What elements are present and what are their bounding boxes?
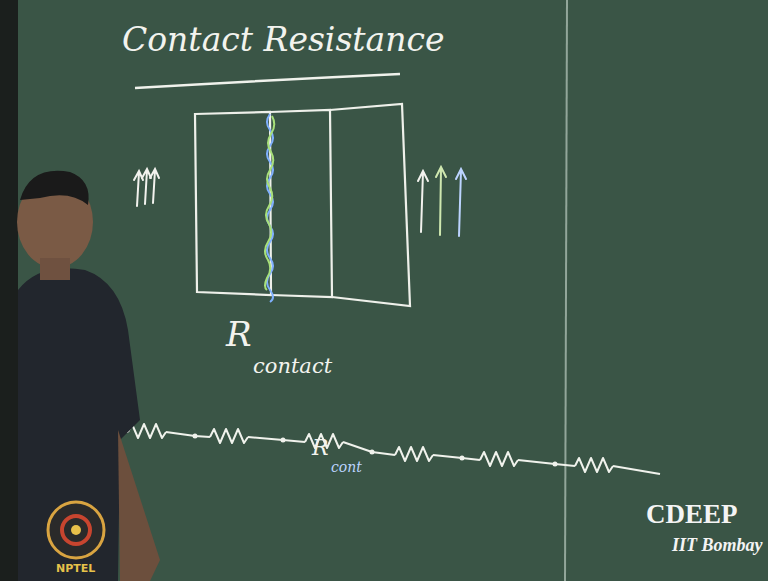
arrow — [456, 169, 466, 236]
layer-block — [330, 104, 410, 306]
symbol-letter: R — [312, 436, 329, 460]
logo-center — [71, 525, 81, 535]
arrow — [150, 169, 159, 203]
wire — [248, 437, 305, 442]
node-dot — [553, 462, 558, 467]
resistor-network — [122, 424, 660, 474]
node-dot — [281, 438, 286, 443]
logo-text: NPTEL — [56, 563, 95, 575]
wire — [343, 442, 395, 455]
wire — [166, 432, 210, 437]
board-seam — [565, 0, 567, 581]
resistor-symbol — [210, 429, 248, 443]
underline — [135, 74, 400, 88]
wire — [518, 460, 575, 466]
resistor-symbol — [480, 452, 518, 466]
arrow — [436, 167, 446, 235]
wire — [433, 455, 480, 460]
wall-layers — [195, 104, 410, 306]
interface-roughness — [265, 116, 274, 290]
layer-block — [195, 112, 271, 295]
nptel-logo — [48, 502, 104, 558]
symbol-letter: R — [226, 316, 252, 353]
lecturer-neck — [40, 258, 70, 280]
layer-block — [270, 110, 332, 297]
resistor-symbol — [575, 458, 613, 472]
wire — [613, 466, 660, 474]
watermark: IIT Bombay — [672, 536, 763, 556]
watermark: CDEEP — [646, 500, 738, 530]
arrow — [134, 171, 143, 206]
lecturer-hair — [20, 171, 89, 205]
logo-ring — [48, 502, 104, 558]
arrow — [418, 171, 428, 232]
node-dot — [460, 456, 465, 461]
resistor-symbol — [395, 447, 433, 461]
symbol-subscript: cont — [331, 460, 362, 475]
symbol-subscript: contact — [253, 355, 332, 378]
lecturer-arm — [118, 430, 160, 581]
lecturer — [17, 171, 160, 581]
board-title: Contact Resistance — [122, 22, 445, 58]
node-dot — [370, 450, 375, 455]
node-dot — [193, 434, 198, 439]
logo-ring — [62, 516, 90, 544]
flow-arrows — [134, 167, 466, 236]
arrow — [142, 169, 151, 204]
board-frame — [0, 0, 18, 581]
node-dots — [193, 434, 558, 467]
